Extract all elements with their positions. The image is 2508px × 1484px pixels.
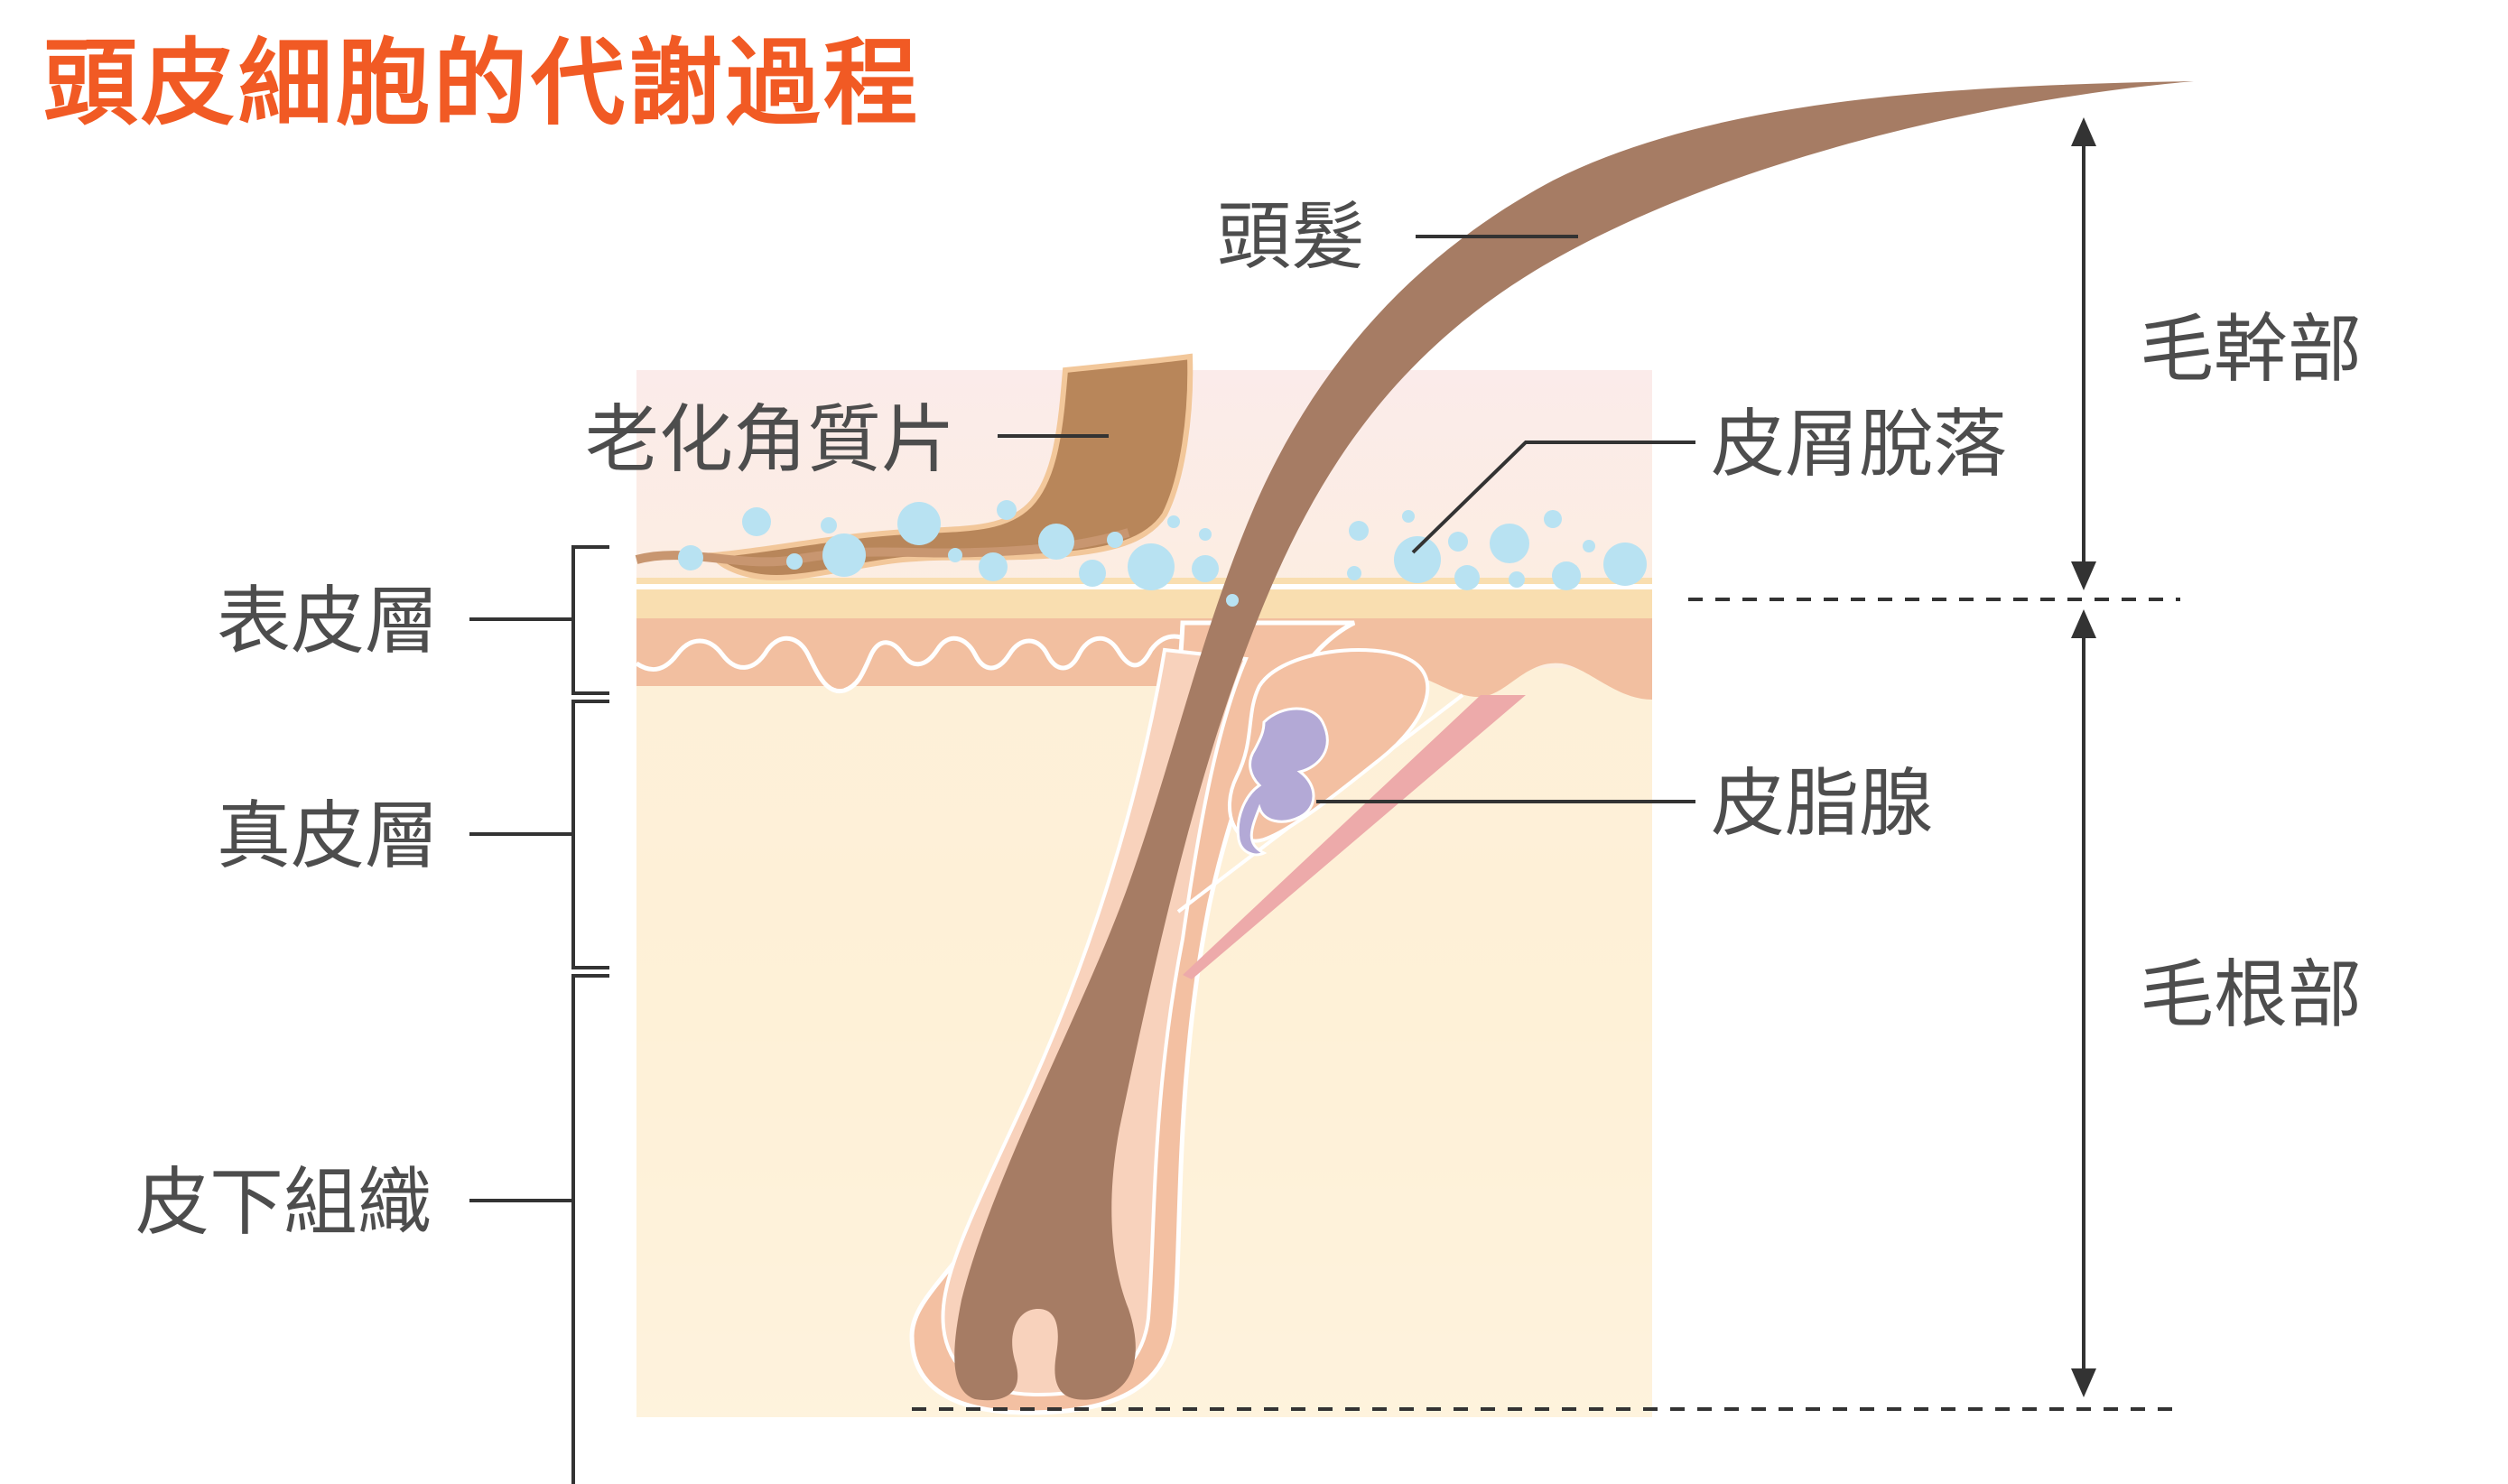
flakes-bubbles-group [678,500,1647,607]
flake-bubble [1349,521,1369,541]
flake-bubble [1079,560,1106,587]
flake-bubble [979,552,1008,581]
diagram-title: 頭皮細胞的代謝過程 [43,28,921,138]
hair-label: 頭髮 [1217,194,1365,280]
arrow-head-up [2071,117,2096,146]
dermis-label: 真皮層 [217,793,439,879]
flake-bubble [822,533,866,577]
flake-bubble [1552,561,1581,590]
flake-bubble [1544,510,1562,528]
flake-bubble [1167,515,1180,528]
flake-bubble [1394,536,1441,583]
epidermis-label: 表皮層 [217,579,439,664]
flake-bubble [1603,543,1647,586]
flake-bubble [1402,510,1415,523]
leader-lines [469,235,1695,1202]
flake-bubble [1454,565,1480,590]
measurement-guides [912,135,2180,1411]
arrow-head-down [2071,561,2096,590]
hair-shaft-label: 毛幹部 [2140,307,2362,393]
flake-bubble [1448,532,1468,552]
hair-root-label: 毛根部 [2140,952,2362,1038]
flake-bubble [1192,555,1219,582]
sebaceous-gland-label: 皮脂腺 [1711,761,1933,847]
flake-bubble [1038,524,1074,560]
flaking-leader-line [1411,441,1695,554]
flake-bubble [786,553,803,570]
flake-bubble [1490,524,1529,563]
epidermis-bracket [571,545,609,695]
flake-bubble [678,545,703,570]
aged-keratin-label: 老化角質片 [585,397,955,483]
subcutaneous-label: 皮下組織 [135,1160,432,1246]
flake-bubble [1128,543,1175,590]
flake-bubble [897,502,941,545]
flake-bubble [1199,528,1212,541]
hair-strand [954,81,2194,1401]
dermis-bracket [571,700,609,969]
flake-bubble [997,500,1017,520]
sebaceous-gland [1236,707,1329,857]
flake-bubble [742,507,771,536]
subcutaneous-bracket [571,974,609,1484]
epidermis-pink-wave [636,618,1201,691]
flake-bubble [1226,594,1239,607]
flake-bubble [1583,540,1595,552]
epidermis-white-wave [635,634,1203,694]
flake-bubble [1509,571,1525,588]
flake-bubble [821,517,837,533]
flake-bubble [1107,532,1123,548]
arrow-heads [2071,117,2096,1397]
arrector-pili-muscle [1183,695,1526,979]
flake-bubble [948,548,962,562]
flake-bubble [1347,566,1361,580]
flaking-label: 皮屑脫落 [1711,402,2007,487]
layer-brackets [571,545,609,1484]
arrow-head-down [2071,1368,2096,1397]
arrow-head-up [2071,609,2096,638]
